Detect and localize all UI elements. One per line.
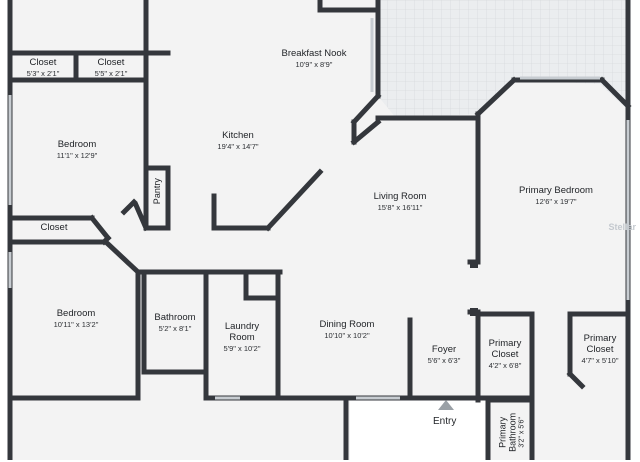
entry-label: Entry (433, 416, 457, 427)
entry-arrow-icon (438, 400, 454, 410)
room-name: Foyer (431, 344, 457, 355)
windows (8, 18, 630, 400)
room-name: Kitchen (222, 130, 254, 141)
primary-closet-2-label: Primary Closet 4'7" x 5'10" (581, 333, 619, 365)
room-dims: 4'7" x 5'10" (581, 355, 619, 365)
foyer-label: Foyer 5'6" x 6'3" (427, 344, 461, 366)
patio (378, 0, 628, 118)
pantry-label: Pantry (152, 169, 162, 213)
room-name: Primary Bedroom (519, 185, 593, 196)
walls (7, 0, 632, 460)
room-name-line-2: Room (229, 331, 255, 343)
room-name: Closet (40, 222, 68, 233)
watermark: Stellar (608, 222, 636, 232)
room-dims: 15'8" x 16'11" (377, 202, 423, 212)
room-name: Closet (97, 57, 125, 68)
room-name: Dining Room (319, 319, 375, 330)
room-dims: 3'2" x 5'6" (518, 417, 526, 448)
room-dims: 5'9" x 10'2" (223, 343, 261, 353)
room-dims: 11'1" x 12'9" (56, 150, 98, 160)
room-name-line-2: Bathroom (507, 412, 518, 452)
bedroom-2-label: Bedroom 10'11" x 13'2" (53, 308, 99, 330)
room-name-line-1: Primary (583, 333, 617, 344)
living-room-label: Living Room 15'8" x 16'11" (373, 191, 427, 213)
primary-closet-1-label: Primary Closet 4'2" x 6'8" (488, 338, 522, 370)
room-dims: 5'6" x 6'3" (427, 355, 461, 365)
kitchen-label: Kitchen 19'4" x 14'7" (217, 130, 259, 152)
breakfast-nook-label: Breakfast Nook 10'9" x 8'9" (281, 48, 347, 70)
primary-bedroom-label: Primary Bedroom 12'6" x 19'7" (519, 185, 593, 207)
room-name-line-1: Laundry (224, 321, 260, 332)
dining-room-label: Dining Room 10'10" x 10'2" (319, 319, 375, 341)
room-name-line-2: Closet (586, 343, 614, 355)
room-name: Breakfast Nook (281, 48, 347, 59)
room-name: Bathroom (154, 312, 196, 323)
bathroom-label: Bathroom 5'2" x 8'1" (154, 312, 196, 334)
room-name: Bedroom (57, 139, 97, 150)
room-dims: 12'6" x 19'7" (535, 196, 577, 206)
room-dims: 10'11" x 13'2" (53, 319, 99, 329)
room-dims: 5'2" x 8'1" (158, 323, 192, 333)
room-name: Pantry (151, 178, 162, 205)
room-dims: 4'2" x 6'8" (488, 360, 522, 370)
room-dims: 5'5" x 2'1" (94, 68, 128, 78)
closet-right-label: Closet 5'5" x 2'1" (94, 57, 128, 79)
wall-post (470, 308, 478, 316)
room-name-line-1: Primary (497, 416, 508, 448)
closet-hall-label: Closet (40, 222, 68, 234)
floor-lower-left (14, 400, 344, 460)
room-dims: 5'3" x 2'1" (26, 68, 60, 78)
room-dims: 10'10" x 10'2" (324, 330, 370, 340)
primary-bathroom-label: Primary Bathroom 3'2" x 5'6" (498, 402, 527, 462)
room-name: Closet (29, 57, 57, 68)
laundry-room-label: Laundry Room 5'9" x 10'2" (223, 321, 261, 353)
room-name: Bedroom (56, 308, 96, 319)
floor-lower-mid (350, 400, 490, 460)
closet-left-label: Closet 5'3" x 2'1" (26, 57, 60, 79)
room-name-line-1: Primary (488, 338, 522, 349)
room-name: Living Room (373, 191, 427, 202)
bedroom-1-label: Bedroom 11'1" x 12'9" (56, 139, 98, 161)
room-dims: 10'9" x 8'9" (295, 59, 333, 69)
room-dims: 19'4" x 14'7" (217, 141, 259, 151)
wall-post (470, 260, 478, 268)
room-name-line-2: Closet (491, 348, 519, 360)
